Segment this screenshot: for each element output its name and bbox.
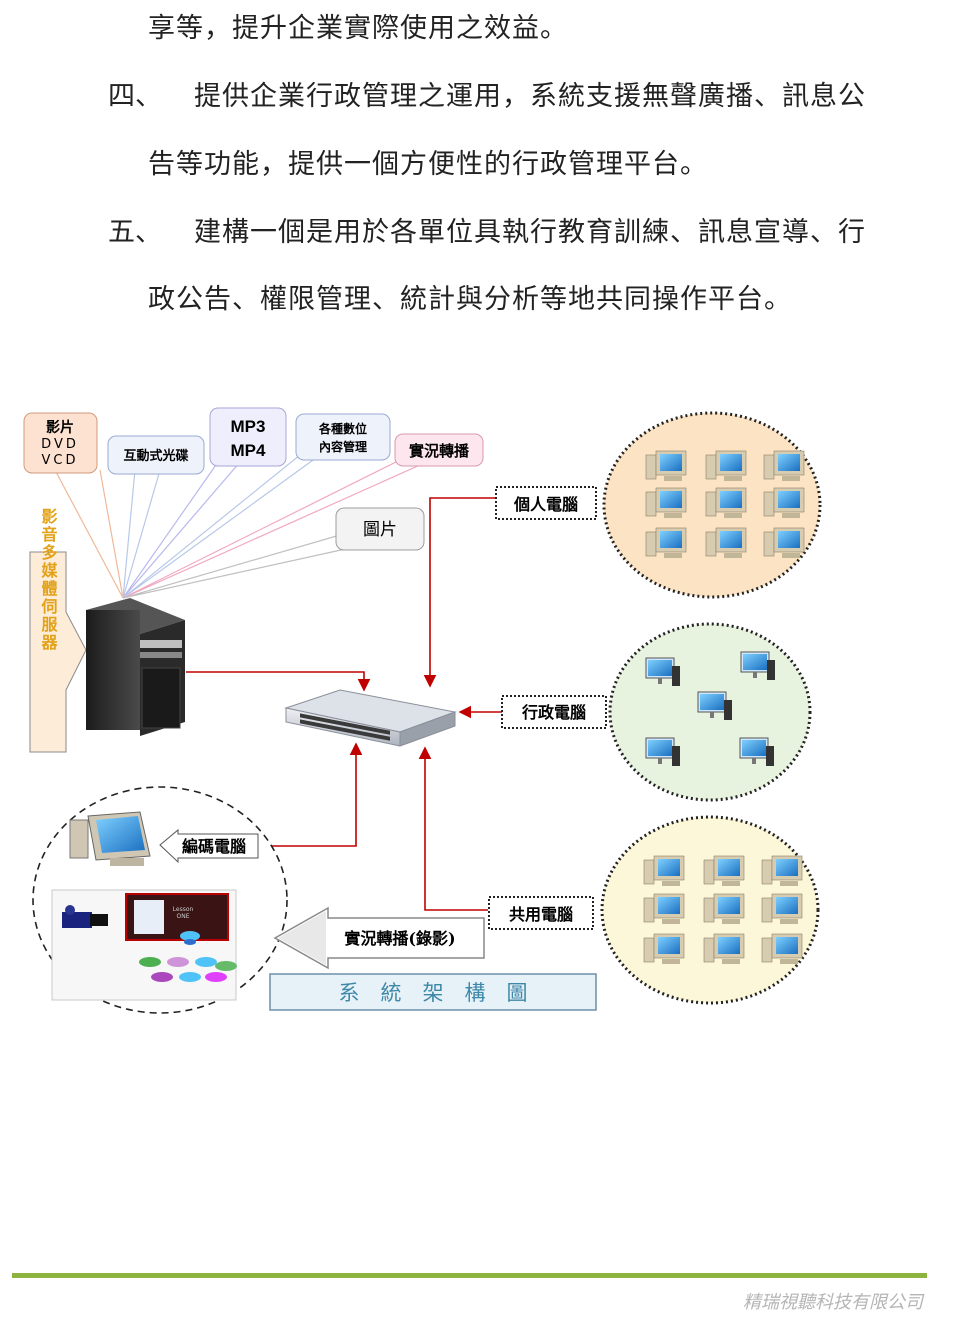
shared-computer-icon	[761, 893, 803, 924]
callout-pictures: 圖片	[335, 507, 425, 551]
callout-interactive-cd-label: 互動式光碟	[123, 448, 188, 464]
callout-video-label: 影片	[46, 419, 74, 436]
item-4-line-2: 告等功能，提供一個方便性的行政管理平台。	[148, 149, 708, 180]
callout-mp4-label: MP4	[231, 441, 267, 460]
server-tower-icon	[86, 598, 185, 736]
callout-digital-line1: 各種數位	[318, 421, 367, 436]
computer-icons	[643, 450, 805, 964]
callout-mp3-label: MP3	[231, 417, 266, 436]
encoder-pc-text: 編碼電腦	[182, 837, 246, 856]
personal-pc-text: 個人電腦	[513, 495, 578, 514]
callout-digital-content: 各種數位 內容管理	[295, 413, 391, 461]
item-number-5: 五、	[108, 217, 162, 248]
admin-computer-icon	[645, 657, 680, 686]
diagram-title: 系 統 架 構 圖	[339, 981, 528, 1005]
personal-computer-icon	[645, 527, 687, 558]
callout-live-broadcast: 實況轉播	[394, 433, 484, 467]
encoder-pc-label: 編碼電腦	[159, 828, 259, 864]
admin-computer-icon	[645, 737, 680, 766]
students-icon	[139, 931, 237, 982]
encoder-pc-icon	[69, 811, 151, 866]
personal-computer-icon	[705, 450, 747, 481]
footer-company: 精瑞視聽科技有限公司	[743, 1292, 923, 1313]
shared-computer-icon	[703, 933, 745, 964]
admin-pc-text: 行政電腦	[521, 703, 586, 722]
item-4-line-1: 提供企業行政管理之運用，系統支援無聲廣播、訊息公	[194, 81, 866, 112]
live-recording-text: 實況轉播(錄影)	[344, 929, 455, 948]
callout-dvd-label: DVD	[41, 437, 79, 452]
shared-pc-text: 共用電腦	[509, 905, 573, 924]
admin-computer-icon	[697, 691, 732, 720]
shared-computer-icon	[703, 855, 745, 886]
callout-interactive-cd: 互動式光碟	[107, 435, 205, 475]
server-label-banner: 影音多媒體伺服器	[29, 507, 87, 753]
shared-computer-icon	[643, 855, 685, 886]
shared-computer-icon	[643, 933, 685, 964]
personal-computer-icon	[705, 487, 747, 518]
admin-pc-label: 行政電腦	[501, 695, 607, 729]
personal-computer-icon	[645, 487, 687, 518]
callout-digital-line2: 內容管理	[319, 439, 367, 454]
admin-computer-icon	[740, 651, 775, 680]
personal-pc-label: 個人電腦	[495, 486, 597, 520]
item-5-line-1: 建構一個是用於各單位具執行教育訓練、訊息宣導、行	[194, 217, 866, 248]
network-switch-icon	[284, 689, 457, 747]
video-camera-icon	[62, 905, 108, 928]
classroom-board-icon: Lesson ONE	[125, 893, 229, 941]
item-number-4: 四、	[108, 81, 162, 112]
personal-computer-icon	[763, 487, 805, 518]
personal-computer-icon	[763, 527, 805, 558]
admin-computer-icon	[739, 737, 774, 766]
footer-divider	[12, 1273, 927, 1278]
system-architecture-diagram: 影片 DVD VCD 互動式光碟 MP3 MP4 各種數位 內容管理 實況轉播 …	[23, 407, 822, 1014]
callout-pictures-label: 圖片	[363, 520, 397, 540]
callout-video-dvd-vcd: 影片 DVD VCD	[23, 412, 98, 474]
server-label: 影音多媒體伺服器	[39, 507, 59, 652]
shared-computer-icon	[761, 855, 803, 886]
callout-live-broadcast-label: 實況轉播	[409, 442, 470, 460]
callout-mp3-mp4: MP3 MP4	[209, 407, 287, 467]
live-recording-arrow: 實況轉播(錄影)	[273, 906, 485, 970]
shared-computer-icon	[761, 933, 803, 964]
item-5-line-2: 政公告、權限管理、統計與分析等地共同操作平台。	[148, 284, 792, 315]
shared-pc-label: 共用電腦	[488, 896, 594, 930]
personal-computer-icon	[763, 450, 805, 481]
shared-computer-icon	[643, 893, 685, 924]
callout-vcd-label: VCD	[42, 453, 79, 468]
personal-computer-icon	[645, 450, 687, 481]
personal-computer-icon	[705, 527, 747, 558]
diagram-title-box: 系 統 架 構 圖	[269, 973, 597, 1011]
paragraph-continuation: 享等，提升企業實際使用之效益。	[148, 13, 568, 44]
shared-computer-icon	[703, 893, 745, 924]
callout-rays	[54, 454, 421, 599]
lesson-text-2: ONE	[176, 913, 189, 920]
lesson-text-1: Lesson	[173, 906, 194, 913]
